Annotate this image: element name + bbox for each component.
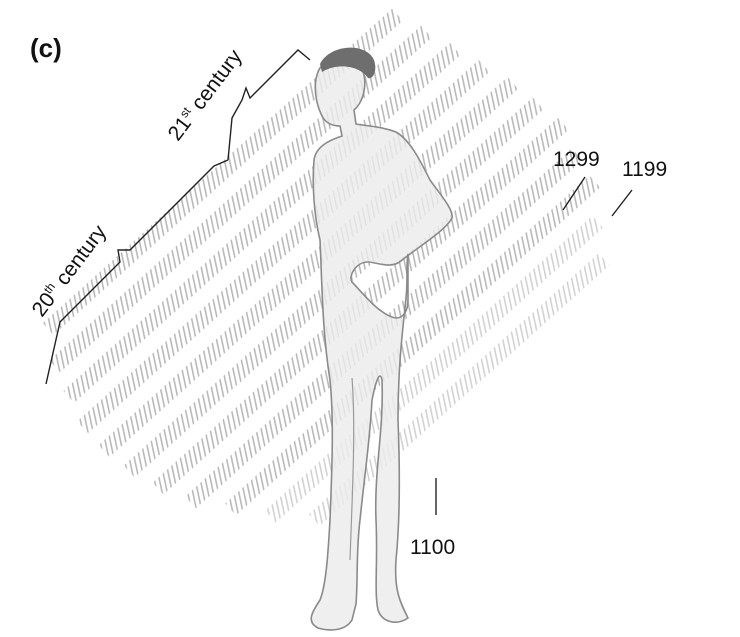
panel-label: (c) xyxy=(30,33,62,63)
year-label-1199: 1199 xyxy=(622,158,667,181)
year-label-1100: 1100 xyxy=(410,536,455,559)
year-label-1299: 1299 xyxy=(553,148,600,171)
leader-1199 xyxy=(612,190,632,216)
label-21st-century: 21st century xyxy=(163,44,247,145)
